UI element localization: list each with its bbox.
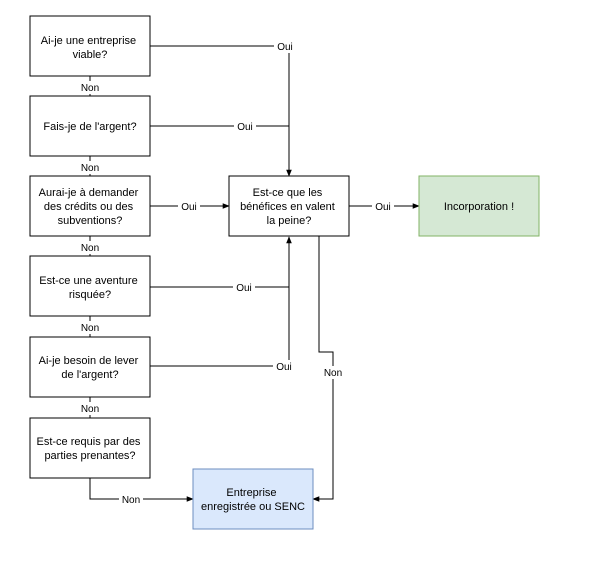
svg-text:Est-ce une aventure risq: Est-ce une aventure risquée? xyxy=(39,275,141,301)
label-q6-non: Non xyxy=(119,493,143,506)
svg-text:Oui: Oui xyxy=(181,202,197,213)
svg-text:Oui: Oui xyxy=(277,42,293,53)
svg-text:Oui: Oui xyxy=(375,202,391,213)
svg-text:Est-ce requis par des pa: Est-ce requis par des parties prenantes? xyxy=(37,436,144,462)
label-benefits-oui: Oui xyxy=(372,200,394,213)
svg-text:Entreprise enregistrée o: Entreprise enregistrée ou SENC xyxy=(201,487,305,513)
node-viable-business: Ai-je une entreprise viable? xyxy=(29,15,151,77)
node-raise-money: Ai-je besoin de lever de l'argent? xyxy=(29,336,151,398)
node-making-money: Fais-je de l'argent? xyxy=(29,95,151,157)
svg-text:Oui: Oui xyxy=(236,283,252,294)
label-q1-non: Non xyxy=(78,81,102,94)
node-registered-business: Entreprise enregistrée ou SENC xyxy=(192,468,314,530)
svg-text:Non: Non xyxy=(81,83,99,94)
edge-benefits-registered xyxy=(312,236,334,502)
svg-text:Incorporation !: Incorporation ! xyxy=(444,201,514,213)
svg-text:Non: Non xyxy=(81,163,99,174)
node-credits-grants: Aurai-je à demander des crédits ou des s… xyxy=(29,175,151,237)
svg-text:Non: Non xyxy=(122,495,140,506)
svg-text:Non: Non xyxy=(81,404,99,415)
node-benefits-worth-it: Est-ce que les bénéfices en valent la pe… xyxy=(228,175,350,237)
label-q1-oui: Oui xyxy=(274,40,296,53)
node-stakeholders-required: Est-ce requis par des parties prenantes? xyxy=(29,417,151,479)
node-risky-venture: Est-ce une aventure risquée? xyxy=(29,255,151,317)
edge-q1-benefits xyxy=(150,45,292,177)
label-q3-non: Non xyxy=(78,241,102,254)
svg-text:Aurai-je à demander des: Aurai-je à demander des crédits ou des s… xyxy=(39,187,142,227)
label-benefits-non: Non xyxy=(321,366,345,379)
edge-labels: Oui Oui Oui Oui Oui Oui Non Non xyxy=(78,40,394,506)
label-q4-oui: Oui xyxy=(233,281,255,294)
svg-text:Non: Non xyxy=(81,243,99,254)
svg-text:Est-ce que les bénéfices: Est-ce que les bénéfices en valent la pe… xyxy=(240,187,338,227)
svg-text:Non: Non xyxy=(324,368,342,379)
svg-text:Ai-je besoin de lever de: Ai-je besoin de lever de l'argent? xyxy=(39,355,142,381)
svg-text:Oui: Oui xyxy=(237,122,253,133)
edge-q5-benefits xyxy=(150,236,292,367)
svg-text:Oui: Oui xyxy=(276,362,292,373)
node-incorporation: Incorporation ! xyxy=(418,175,540,237)
label-q3-oui: Oui xyxy=(178,200,200,213)
label-q2-oui: Oui xyxy=(234,120,256,133)
edge-q6-registered xyxy=(89,478,194,502)
label-q2-non: Non xyxy=(78,161,102,174)
label-q5-non: Non xyxy=(78,402,102,415)
label-q5-oui: Oui xyxy=(273,360,295,373)
svg-text:Fais-je de l'argent?: Fais-je de l'argent? xyxy=(43,121,136,133)
svg-text:Non: Non xyxy=(81,323,99,334)
svg-text:Ai-je une entreprise via: Ai-je une entreprise viable? xyxy=(41,35,139,61)
label-q4-non: Non xyxy=(78,321,102,334)
